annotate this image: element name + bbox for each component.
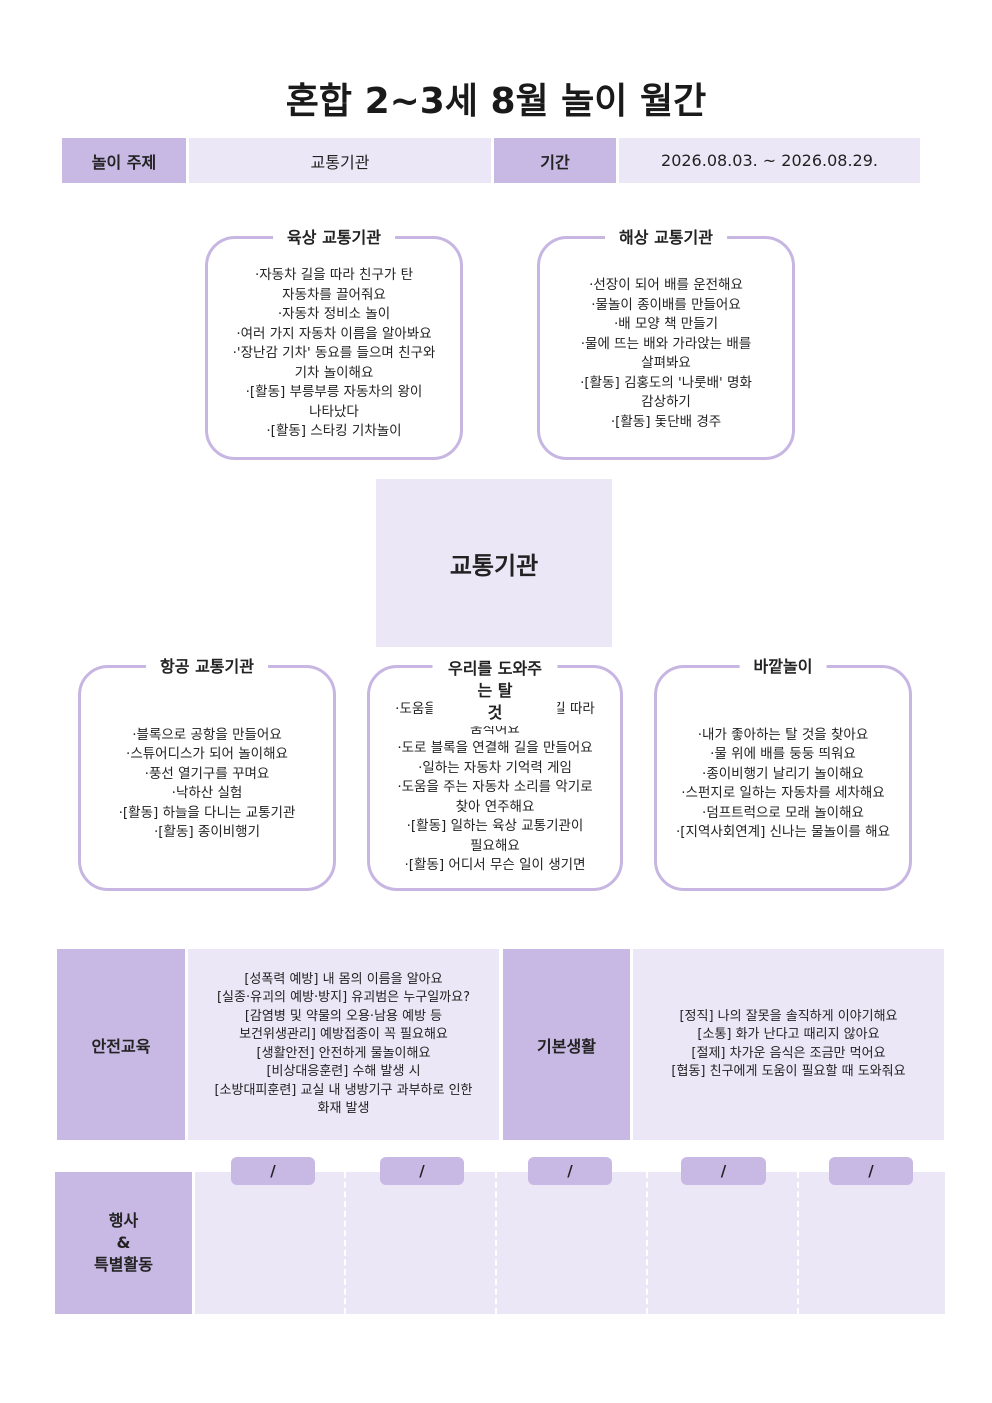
list-item: ·[지역사회연계] 신나는 물놀이를 해요 — [676, 824, 890, 840]
list-item: 살펴봐요 — [641, 355, 691, 371]
list-item: [소방대피훈련] 교실 내 냉방기구 과부하로 인한 — [214, 1082, 473, 1098]
land-transport-bubble: 육상 교통기관 ·자동차 길을 따라 친구가 탄 자동차를 끌어줘요 ·자동차 … — [205, 225, 463, 460]
list-item: 자동차를 끌어줘요 — [282, 286, 386, 303]
list-item: 찾아 연주해요 — [455, 798, 535, 815]
sea-transport-title: 해상 교통기관 — [605, 225, 727, 251]
event-day-column — [195, 1172, 346, 1314]
list-item: ·풍선 열기구를 꾸며요 — [144, 765, 270, 782]
list-item: ·내가 좋아하는 탈 것을 찾아요 — [697, 726, 869, 743]
list-item: ·[활동] 돛단배 경주 — [610, 413, 722, 430]
list-item: [절제] 차가운 음식은 조금만 먹어요 — [691, 1045, 886, 1061]
list-item: ·물에 뜨는 배와 가라앉는 배를 — [580, 335, 752, 352]
list-item: ·도움을 주는 자동차 소리를 악기로 — [397, 779, 593, 796]
list-item: 나타났다 — [309, 403, 359, 420]
basic-life-label: 기본생활 — [503, 949, 630, 1140]
list-item: [정직] 나의 잘못을 솔직하게 이야기해요 — [679, 1008, 898, 1024]
helper-vehicles-title-line2: 것 — [487, 703, 503, 722]
theme-value: 교통기관 — [189, 138, 491, 183]
list-item: 필요해요 — [470, 837, 520, 854]
list-item: 기차 놀이해요 — [294, 364, 374, 381]
events-label-line3: 특별활동 — [94, 1255, 153, 1274]
outdoor-play-title: 바깥놀이 — [739, 654, 827, 680]
list-item: [성폭력 예방] 내 몸의 이름을 알아요 — [244, 971, 443, 987]
date-tab: / — [231, 1157, 315, 1185]
air-transport-title: 항공 교통기관 — [146, 654, 268, 680]
events-label: 행사 & 특별활동 — [55, 1172, 192, 1314]
period-value: 2026.08.03. ~ 2026.08.29. — [619, 138, 920, 183]
list-item: [실종·유괴의 예방·방지] 유괴범은 누구일까요? — [216, 990, 470, 1005]
basic-life-content: [정직] 나의 잘못을 솔직하게 이야기해요 [소통] 화가 난다고 때리지 않… — [633, 949, 944, 1140]
list-item: ·배 모양 책 만들기 — [613, 316, 719, 332]
safety-list: [성폭력 예방] 내 몸의 이름을 알아요 [실종·유괴의 예방·방지] 유괴범… — [214, 971, 472, 1119]
list-item: ·[활동] 어디서 무슨 일이 생기면 — [404, 857, 586, 874]
list-item: ·스펀지로 일하는 자동차를 세차해요 — [681, 785, 885, 801]
date-tab: / — [528, 1157, 612, 1185]
helper-vehicles-title-line1: 우리를 도와주는 탈 — [448, 659, 542, 700]
safety-content: [성폭력 예방] 내 몸의 이름을 알아요 [실종·유괴의 예방·방지] 유괴범… — [188, 949, 499, 1140]
list-item: ·자동차 정비소 놀이 — [277, 306, 391, 323]
list-item: [협동] 친구에게 도움이 필요할 때 도와줘요 — [671, 1064, 906, 1079]
list-item: ·여러 가지 자동차 이름을 알아봐요 — [236, 325, 432, 342]
safety-label: 안전교육 — [57, 949, 185, 1140]
event-day-column — [799, 1172, 945, 1314]
event-day-column — [346, 1172, 497, 1314]
sea-transport-list: ·선장이 되어 배를 운전해요 ·물놀이 종이배를 만들어요 ·배 모양 책 만… — [580, 276, 752, 432]
list-item: [소통] 화가 난다고 때리지 않아요 — [697, 1027, 880, 1042]
land-transport-list: ·자동차 길을 따라 친구가 탄 자동차를 끌어줘요 ·자동차 정비소 놀이 ·… — [233, 266, 436, 442]
event-day-column — [497, 1172, 648, 1314]
events-label-line2: & — [116, 1233, 131, 1252]
list-item: ·물놀이 종이배를 만들어요 — [591, 296, 741, 313]
list-item: ·[활동] 스타킹 기차놀이 — [266, 423, 402, 440]
list-item: ·물 위에 배를 둥둥 띄워요 — [710, 746, 856, 762]
theme-label: 놀이 주제 — [62, 138, 186, 183]
list-item: ·낙하산 실험 — [171, 785, 243, 801]
land-transport-title: 육상 교통기관 — [273, 225, 395, 251]
air-transport-bubble: 항공 교통기관 ·블록으로 공항을 만들어요 ·스튜어디스가 되어 놀이해요 ·… — [78, 654, 336, 891]
outdoor-play-list: ·내가 좋아하는 탈 것을 찾아요 ·물 위에 배를 둥둥 띄워요 ·종이비행기… — [676, 726, 890, 843]
list-item: 화재 발생 — [317, 1101, 370, 1116]
period-label: 기간 — [494, 138, 616, 183]
helper-vehicles-title: 우리를 도와주는 탈 것 — [432, 656, 558, 726]
date-tab: / — [380, 1157, 464, 1185]
list-item: 보건위생관리] 예방접종이 꼭 필요해요 — [239, 1027, 448, 1042]
list-item: ·자동차 길을 따라 친구가 탄 — [254, 267, 414, 284]
list-item: ·일하는 자동차 기억력 게임 — [418, 759, 572, 776]
date-tab: / — [829, 1157, 913, 1185]
date-tab: / — [681, 1157, 766, 1185]
list-item: ·[활동] 부릉부릉 자동차의 왕이 — [245, 384, 423, 401]
list-item: [비상대응훈련] 수해 발생 시 — [266, 1064, 421, 1079]
event-day-column — [648, 1172, 799, 1314]
list-item: [생활안전] 안전하게 물놀이해요 — [256, 1045, 431, 1061]
list-item: ·종이비행기 날리기 놀이해요 — [702, 765, 864, 782]
list-item: [감염병 및 약물의 오용·남용 예방 등 — [244, 1008, 443, 1024]
sea-transport-bubble: 해상 교통기관 ·선장이 되어 배를 운전해요 ·물놀이 종이배를 만들어요 ·… — [537, 225, 795, 460]
list-item: ·선장이 되어 배를 운전해요 — [589, 277, 743, 293]
list-item: ·도로 블록을 연결해 길을 만들어요 — [397, 740, 593, 757]
outdoor-play-bubble: 바깥놀이 ·내가 좋아하는 탈 것을 찾아요 ·물 위에 배를 둥둥 띄워요 ·… — [654, 654, 912, 891]
list-item: 감상하기 — [641, 394, 691, 410]
list-item: ·덤프트럭으로 모래 놀이해요 — [702, 804, 864, 821]
list-item: ·[활동] 종이비행기 — [153, 824, 261, 840]
helper-vehicles-bubble: 우리를 도와주는 탈 것 ·도움을 주는 자동차가 되어 길 따라 움직여요 ·… — [367, 656, 623, 891]
basic-life-list: [정직] 나의 잘못을 솔직하게 이야기해요 [소통] 화가 난다고 때리지 않… — [671, 1008, 905, 1082]
events-label-line1: 행사 — [108, 1211, 139, 1230]
list-item: ·[활동] 하늘을 다니는 교통기관 — [118, 804, 296, 821]
list-item: ·[활동] 일하는 육상 교통기관이 — [406, 818, 584, 835]
center-topic: 교통기관 — [376, 479, 612, 647]
list-item: ·스튜어디스가 되어 놀이해요 — [126, 746, 288, 762]
list-item: ·'장난감 기차' 동요를 들으며 친구와 — [232, 345, 436, 362]
list-item: ·블록으로 공항을 만들어요 — [132, 726, 282, 743]
list-item: ·[활동] 김홍도의 '나룻배' 명화 — [580, 374, 752, 391]
air-transport-list: ·블록으로 공항을 만들어요 ·스튜어디스가 되어 놀이해요 ·풍선 열기구를 … — [119, 726, 296, 843]
helper-vehicles-list: ·도움을 주는 자동차가 되어 길 따라 움직여요 ·도로 블록을 연결해 길을… — [395, 700, 595, 876]
page-title: 혼합 2~3세 8월 놀이 월간 — [285, 81, 707, 122]
